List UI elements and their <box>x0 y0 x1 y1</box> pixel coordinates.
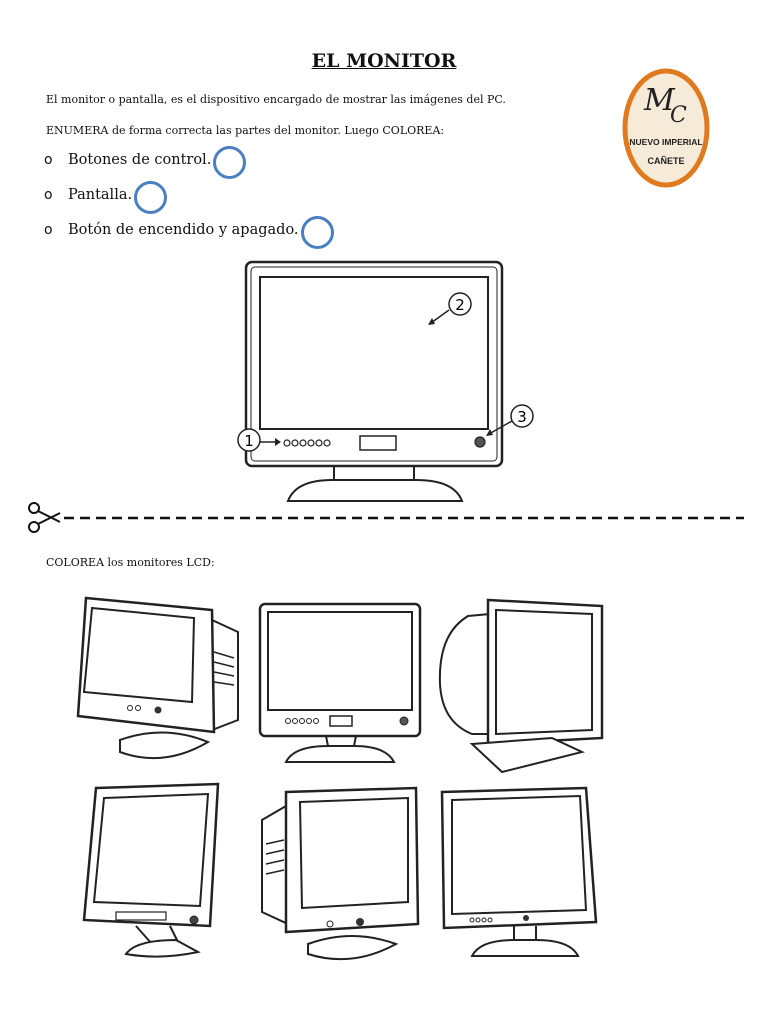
scissors-icon <box>28 502 61 533</box>
label-1: 1 <box>244 432 254 450</box>
answer-circle[interactable] <box>134 181 168 214</box>
lcd-monitor-illustration <box>440 786 598 957</box>
monitor-diagram: 1 2 3 <box>237 260 534 502</box>
logo-m: M <box>643 83 676 118</box>
lcd-monitor-illustration <box>258 602 422 763</box>
bullet: o <box>44 187 53 203</box>
list-item: o Pantalla. <box>44 181 334 222</box>
instruction-text: ENUMERA de forma correcta las partes del… <box>46 124 445 137</box>
power-button <box>474 436 486 448</box>
control-buttons <box>283 439 331 447</box>
answer-circle[interactable] <box>213 146 247 179</box>
label-2: 2 <box>455 296 465 314</box>
logo-c: C <box>670 103 687 128</box>
bullet: o <box>44 222 53 238</box>
list-item: o Botones de control. <box>44 146 334 187</box>
bullet: o <box>44 152 53 168</box>
option-label: Botón de encendido y apagado. <box>68 222 299 238</box>
label-3: 3 <box>517 408 527 426</box>
intro-text: El monitor o pantalla, es el dispositivo… <box>46 93 506 106</box>
school-logo: M C NUEVO IMPERIAL CAÑETE <box>622 68 710 188</box>
page-title: EL MONITOR <box>311 50 457 72</box>
crt-monitor-illustration <box>76 596 239 760</box>
parts-list: o Botones de control. o Pantalla. o Botó… <box>44 146 334 257</box>
crt-monitor-illustration <box>438 598 604 774</box>
option-label: Botones de control. <box>68 152 212 168</box>
lcd-monitor-illustration <box>82 782 220 958</box>
answer-circle[interactable] <box>300 216 334 249</box>
logo-line1: NUEVO IMPERIAL <box>629 137 702 147</box>
crt-monitor-illustration <box>261 786 420 961</box>
cut-line <box>28 502 744 533</box>
list-item: o Botón de encendido y apagado. <box>44 216 334 257</box>
coloring-instruction: COLOREA los monitores LCD: <box>46 556 215 569</box>
option-label: Pantalla. <box>68 187 133 203</box>
logo-line2: CAÑETE <box>647 156 684 166</box>
